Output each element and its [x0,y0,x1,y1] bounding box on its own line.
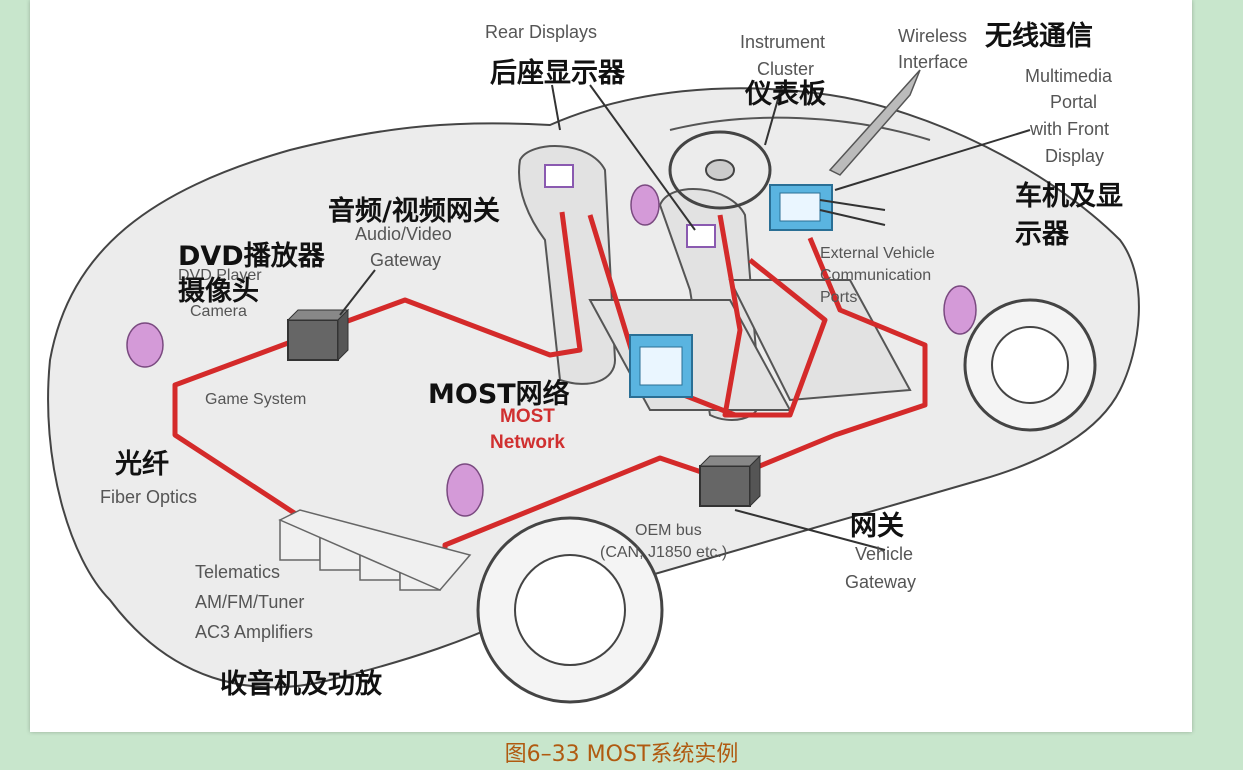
label-telematics-1: Telematics [195,562,280,582]
label-av-gateway-en-1: Audio/Video [355,224,452,244]
label-rear-displays-en: Rear Displays [485,22,597,42]
label-multimedia-en-2: Portal [1050,92,1097,112]
rear-display-right [686,224,716,248]
label-av-gateway-en-2: Gateway [370,250,441,270]
label-multimedia-en-4: Display [1045,146,1104,166]
dashboard [669,116,931,141]
label-fiber-en: Fiber Optics [100,487,197,507]
diagram-frame: Rear Displays 后座显示器 Instrument Cluster 仪… [30,0,1192,732]
label-headunit-cn-1: 车机及显 [1015,180,1123,212]
telematics-stack [278,509,472,591]
vehicle-gateway-box [698,454,762,508]
label-camera-en: Camera [190,303,247,320]
label-most-cn: MOST网络 [428,378,570,410]
leader-lines [339,84,1031,551]
label-wireless-cn: 无线通信 [985,21,1093,52]
label-instrument-cn: 仪表板 [744,79,826,110]
av-gateway-box [286,308,350,362]
label-external-en-3: Ports [820,289,857,306]
label-most-en-1: MOST [500,406,555,427]
rear-wheel [476,516,664,704]
label-vehicle-gw-en-2: Gateway [845,572,916,592]
label-instrument-en-2: Cluster [757,59,814,79]
label-wireless-en-2: Interface [898,52,968,72]
label-wireless-en-1: Wireless [898,26,967,46]
rear-display-left [544,164,574,188]
most-car-diagram: Rear Displays 后座显示器 Instrument Cluster 仪… [47,21,1140,704]
label-external-en-1: External Vehicle [820,245,935,262]
fiber-optic-loop [172,211,928,583]
antenna-icon [828,69,921,176]
label-camera-cn: 摄像头 [178,276,259,307]
steering-wheel [668,130,772,210]
label-game-en: Game System [205,391,306,408]
label-rear-displays-cn: 后座显示器 [490,57,626,89]
label-oem-en-2: (CAN, J1850 etc.) [600,544,727,561]
label-multimedia-en-1: Multimedia [1025,66,1113,86]
label-telematics-3: AC3 Amplifiers [195,622,313,642]
figure-caption: 图6–33 MOST系统实例 [504,742,739,767]
label-gateway-cn: 网关 [850,511,904,542]
label-oem-en-1: OEM bus [635,522,702,539]
label-radio-cn: 收音机及功放 [220,668,383,700]
label-dvd-cn: DVD播放器 [178,240,326,272]
label-external-en-2: Communication [820,267,931,284]
label-vehicle-gw-en-1: Vehicle [855,544,913,564]
label-multimedia-en-3: with Front [1029,119,1109,139]
label-dvd-en: DVD Player [178,267,262,284]
label-instrument-en-1: Instrument [740,32,825,52]
label-most-en-2: Network [490,432,565,453]
front-display [769,184,833,231]
label-headunit-cn-2: 示器 [1015,219,1070,250]
label-telematics-2: AM/FM/Tuner [195,592,304,612]
label-av-gateway-cn: 音频/视频网关 [328,195,500,227]
front-wheel [963,298,1097,432]
speaker-icon [126,184,977,517]
center-display [629,334,693,398]
label-fiber-cn: 光纤 [114,449,169,480]
